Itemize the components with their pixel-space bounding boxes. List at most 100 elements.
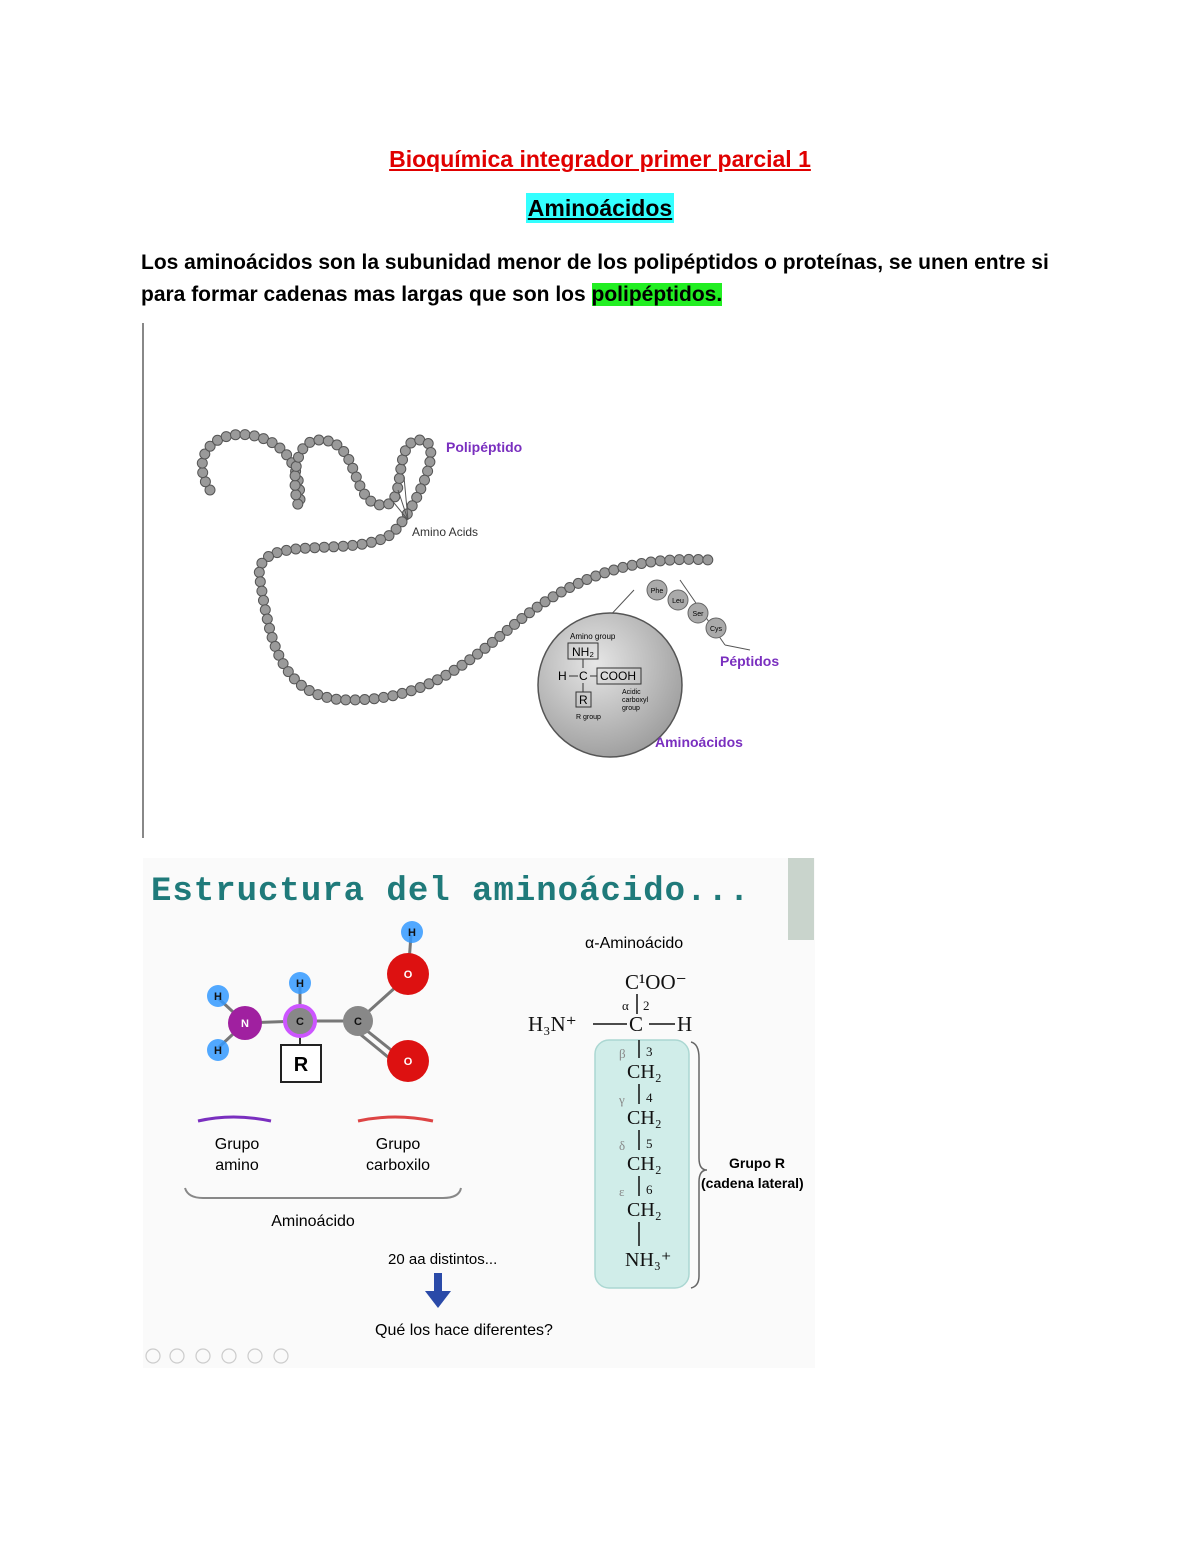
chain-bead (683, 553, 695, 565)
chain-bead (290, 543, 302, 555)
chain-bead (330, 693, 342, 705)
label-peptidos: Péptidos (720, 653, 779, 669)
nitrogen-atom (228, 1006, 262, 1040)
pen-icon[interactable] (195, 1348, 211, 1364)
greek-beta: β (619, 1046, 626, 1061)
chain-bead (292, 498, 304, 510)
chain-bead (256, 585, 268, 597)
aminoacido-label: Aminoácido (271, 1213, 355, 1230)
chain-bead (395, 463, 407, 475)
chain-bead (289, 479, 301, 491)
hydrogen-atom (401, 921, 423, 943)
ch2-1: CH₂ (627, 1061, 662, 1083)
chain-bead (555, 586, 567, 598)
r-group-brace (690, 1041, 708, 1289)
chain-bead (359, 488, 370, 500)
hydrogen-atom (207, 985, 229, 1007)
mag-c: C (579, 669, 588, 683)
mag-acidic-2: carboxyl (622, 697, 649, 704)
amino-brace (197, 1115, 272, 1123)
chain-bead (375, 534, 386, 546)
chain-bead (702, 554, 714, 566)
chain-bead (321, 691, 333, 703)
chain-bead (411, 491, 423, 503)
peptide-beads: Phe Leu Ser Cys (646, 579, 727, 639)
chain-bead (392, 482, 404, 494)
chain-bead (396, 516, 408, 528)
mag-r-group: R group (576, 714, 601, 721)
chain-bead (297, 443, 309, 455)
chain-beads (196, 429, 714, 706)
o-label: O (404, 969, 413, 981)
chain-bead (664, 554, 676, 566)
chain-bead (654, 555, 666, 567)
formula-h: H (677, 1012, 692, 1036)
chain-bead (354, 480, 366, 492)
ch2-2: CH₂ (627, 1107, 662, 1129)
oxygen-atom (387, 953, 429, 995)
h-label: H (296, 978, 304, 990)
h-label: H (214, 1045, 222, 1057)
greek-delta: δ (619, 1138, 625, 1153)
amino-acid-structure-figure: Estructura del aminoácido... H H N H C C… (143, 858, 815, 1368)
greek-alpha: α (622, 998, 629, 1013)
chain-bead (239, 429, 251, 441)
chain-bead (258, 594, 269, 606)
grupo-carboxilo-2: carboxilo (366, 1157, 430, 1174)
chain-bead (387, 690, 399, 702)
chain-bead (259, 604, 271, 616)
pregunta-label: Qué los hace diferentes? (375, 1322, 553, 1339)
chain-bead (472, 648, 483, 660)
prev-slide-icon[interactable] (145, 1348, 161, 1364)
num-4: 4 (646, 1090, 653, 1105)
num-5: 5 (646, 1136, 653, 1151)
magnifier-circle: Amino group NH₂ H C COOH R Acidic carbox… (537, 612, 683, 758)
alpha-formula: C¹OO⁻ α 2 H₃N⁺ C H (528, 970, 692, 1036)
chain-bead (378, 691, 390, 703)
chain-bead (356, 538, 368, 550)
side-chain: β 3 CH₂ γ 4 CH₂ δ 5 CH₂ ε 6 CH₂ NH₃⁺ (618, 1040, 671, 1271)
alpha-title: α-Aminoácido (585, 935, 683, 952)
chain-bead (673, 554, 685, 566)
chain-bead (397, 454, 408, 466)
intro-paragraph: Los aminoácidos son la subunidad menor d… (141, 247, 1071, 311)
chain-bead (204, 484, 216, 496)
chain-bead (318, 541, 330, 553)
chain-bead (313, 434, 325, 446)
chain-bead (617, 561, 629, 573)
chain-bead (199, 448, 211, 460)
bead-leu-label: Leu (672, 598, 684, 605)
zoom-icon[interactable] (247, 1348, 263, 1364)
down-arrow-icon (425, 1273, 451, 1308)
chain-bead (288, 673, 300, 685)
chain-bead (373, 499, 385, 511)
slides-icon[interactable] (221, 1348, 237, 1364)
chain-bead (359, 694, 371, 705)
chain-bead (547, 591, 559, 603)
chain-bead (253, 566, 265, 578)
chain-bead (636, 558, 647, 569)
chain-bead (199, 476, 211, 488)
chain-bead (516, 613, 528, 624)
amino-acids-pointer (389, 476, 409, 521)
next-slide-icon[interactable] (169, 1348, 185, 1364)
bead-ser-label: Ser (693, 611, 705, 618)
chain-bead (204, 440, 216, 452)
chain-bead (309, 542, 321, 554)
chain-bead (608, 564, 620, 576)
mag-amino-group: Amino group (570, 632, 616, 641)
chain-bead (230, 429, 241, 441)
more-options-icon[interactable] (273, 1348, 289, 1364)
chain-bead (280, 544, 292, 556)
chain-bead (337, 540, 349, 552)
chain-bead (349, 694, 361, 706)
chain-bead (261, 613, 273, 625)
grupo-amino-2: amino (215, 1157, 259, 1174)
chain-bead (281, 449, 293, 461)
chain-bead (626, 559, 638, 571)
chain-bead (197, 467, 209, 479)
document-title: Bioquímica integrador primer parcial 1 (389, 146, 811, 172)
num-2: 2 (643, 998, 650, 1013)
formula-c: C (629, 1012, 643, 1036)
mag-acidic-3: group (622, 705, 640, 712)
